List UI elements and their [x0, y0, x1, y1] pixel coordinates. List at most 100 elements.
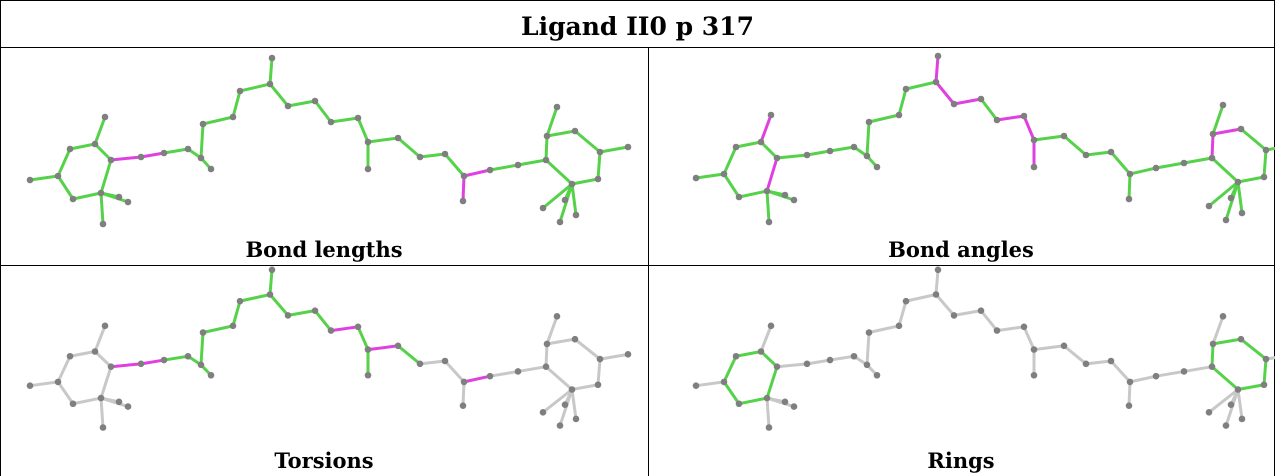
atom [767, 322, 775, 330]
bond [775, 153, 809, 160]
bond [1022, 114, 1036, 142]
atom [568, 386, 576, 393]
atom [594, 381, 602, 389]
atom [542, 363, 550, 370]
bond [722, 380, 741, 406]
atom [1219, 101, 1227, 109]
atom [26, 176, 34, 184]
bond [897, 87, 908, 117]
atom [732, 143, 740, 151]
bond [934, 80, 956, 106]
atom [514, 161, 522, 169]
bond [1210, 132, 1215, 160]
atom [1238, 415, 1246, 423]
bond [268, 293, 290, 317]
atom [1180, 159, 1188, 167]
bond [805, 149, 832, 157]
atom [539, 409, 547, 416]
atom [1030, 371, 1038, 379]
atom [394, 134, 402, 142]
bond [71, 396, 103, 406]
border-top [0, 0, 1275, 1]
atom [1126, 378, 1134, 386]
atom [1222, 422, 1230, 429]
atom [950, 100, 958, 108]
atom [1126, 170, 1134, 178]
bond [231, 299, 242, 328]
bond [734, 350, 763, 358]
atom [561, 196, 569, 204]
border-title-bottom [0, 47, 1275, 48]
caption-bond-angles: Bond angles [888, 237, 1034, 262]
bond [737, 396, 769, 406]
bond [570, 388, 578, 421]
bond [865, 331, 871, 367]
atom [803, 151, 811, 159]
bond [934, 268, 940, 296]
bond [544, 342, 549, 369]
atom [977, 95, 985, 103]
atom [441, 357, 449, 365]
bond [99, 158, 113, 195]
bond [865, 120, 871, 158]
atom [1082, 151, 1090, 159]
atom [571, 335, 579, 343]
bond [570, 383, 600, 391]
atom [539, 204, 547, 212]
bond [722, 354, 738, 384]
atom [197, 154, 205, 162]
molecule-torsions [26, 266, 632, 431]
bond [759, 113, 773, 144]
bond [313, 309, 333, 333]
atom [69, 195, 77, 203]
bond [366, 344, 400, 352]
bond [396, 344, 422, 366]
bond [765, 365, 779, 400]
bond [545, 129, 577, 138]
caption-torsions: Torsions [274, 448, 374, 473]
bond [598, 352, 630, 361]
atom [1060, 342, 1068, 350]
atom [327, 327, 335, 334]
atom [364, 346, 372, 353]
bond [694, 380, 726, 388]
bond [162, 147, 190, 155]
atom [571, 127, 579, 135]
bond [1127, 380, 1132, 408]
atom [354, 114, 362, 122]
bond [238, 293, 272, 303]
bond [1239, 337, 1268, 361]
bond [109, 155, 143, 162]
bond [1210, 365, 1240, 391]
atom [97, 189, 105, 197]
atom [873, 371, 881, 379]
bond [573, 129, 602, 154]
bond [99, 396, 130, 409]
atom [364, 165, 372, 173]
atom [327, 118, 335, 126]
bond [99, 396, 105, 429]
bond [897, 299, 908, 328]
atom [394, 342, 402, 350]
atom [66, 145, 74, 153]
atom [826, 356, 834, 364]
atom [865, 118, 873, 126]
atom [137, 360, 145, 368]
atom [790, 196, 798, 204]
atom [1082, 360, 1090, 368]
atom [757, 138, 765, 146]
bond [867, 113, 901, 124]
bond [545, 105, 559, 138]
atom [115, 398, 123, 406]
bond [162, 354, 190, 362]
bond [488, 369, 520, 378]
bond [268, 56, 274, 86]
atom [97, 394, 105, 402]
atom [902, 85, 910, 93]
bond [1109, 359, 1132, 384]
atom [977, 307, 985, 314]
bond [737, 189, 769, 199]
bond [109, 362, 143, 369]
atom [199, 120, 207, 128]
atom [229, 113, 237, 121]
